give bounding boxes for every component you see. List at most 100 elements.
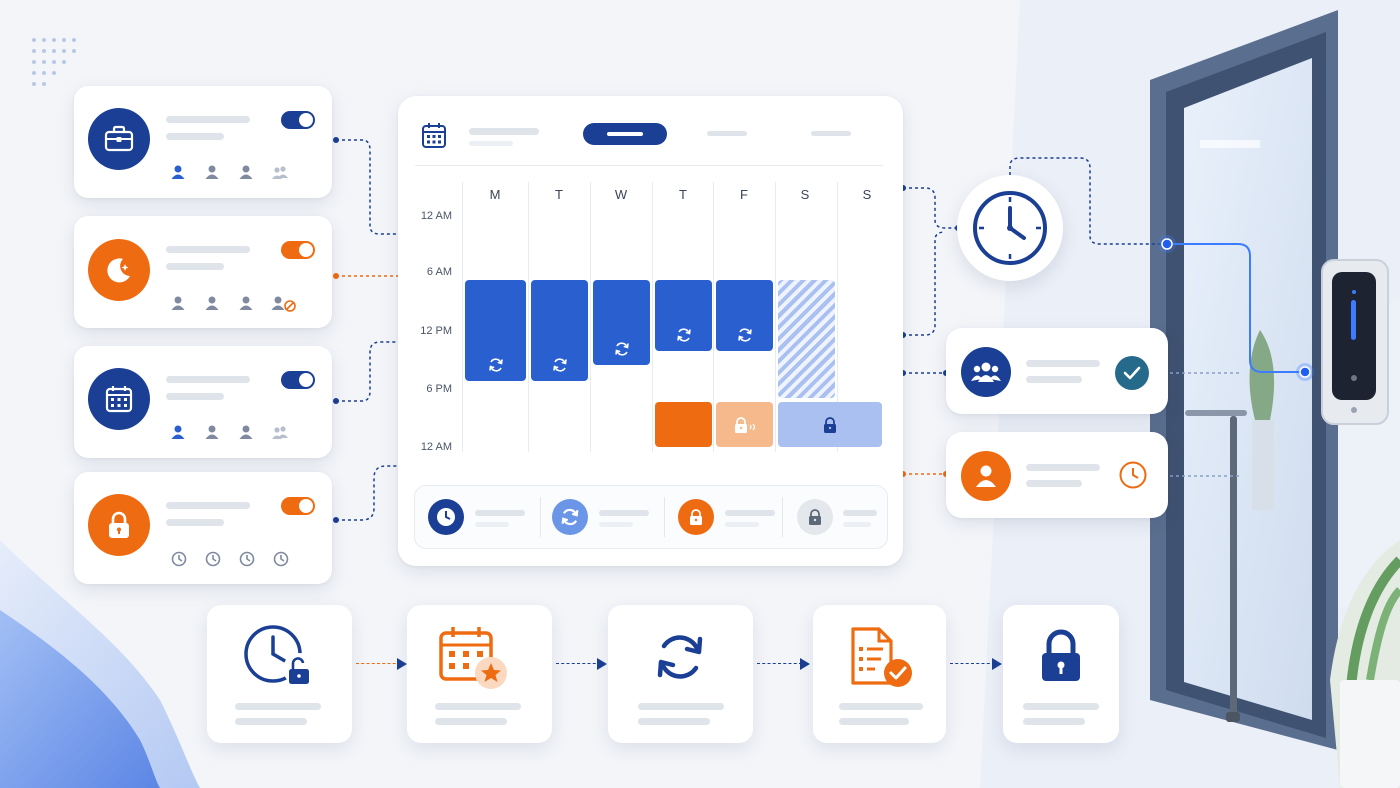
access-user-card[interactable] bbox=[946, 432, 1168, 518]
schedule-block-tentative[interactable] bbox=[778, 280, 835, 398]
tab-inactive[interactable] bbox=[811, 131, 851, 136]
placeholder-line bbox=[725, 510, 775, 516]
flow-step-3 bbox=[608, 605, 753, 743]
placeholder-line bbox=[475, 510, 525, 516]
divider bbox=[782, 497, 783, 537]
divider bbox=[415, 165, 883, 166]
grid-line bbox=[590, 182, 591, 452]
day-label-mon: M bbox=[489, 187, 501, 202]
day-label-fri: F bbox=[740, 187, 748, 202]
schedule-block[interactable] bbox=[531, 280, 588, 381]
lock-icon bbox=[734, 416, 755, 433]
placeholder-line bbox=[839, 718, 909, 725]
schedule-block-locked[interactable] bbox=[655, 402, 712, 447]
clock-icon bbox=[1119, 461, 1147, 489]
user-icon bbox=[239, 165, 253, 179]
clock-unlock-icon bbox=[244, 625, 315, 685]
clock-icon bbox=[428, 499, 464, 535]
flow-arrow bbox=[556, 663, 601, 664]
placeholder-line bbox=[166, 502, 250, 509]
placeholder-line bbox=[839, 703, 923, 710]
placeholder-line bbox=[166, 263, 224, 270]
toggle-switch[interactable] bbox=[281, 497, 315, 515]
clock-icon bbox=[273, 551, 289, 567]
schedule-block[interactable] bbox=[716, 280, 773, 351]
day-label-sat: S bbox=[800, 187, 810, 202]
grid-line bbox=[652, 182, 653, 452]
placeholder-line bbox=[166, 246, 250, 253]
day-label-tue: T bbox=[555, 187, 563, 202]
placeholder-line bbox=[435, 718, 507, 725]
placeholder-line bbox=[843, 510, 877, 516]
briefcase-icon bbox=[88, 108, 150, 170]
time-label: 12 AM bbox=[420, 210, 452, 222]
flow-arrow bbox=[757, 663, 802, 664]
time-label: 6 PM bbox=[426, 383, 452, 395]
grid-line bbox=[713, 182, 714, 452]
sync-icon bbox=[676, 328, 691, 342]
placeholder-line bbox=[638, 703, 724, 710]
schedule-card-lock[interactable] bbox=[74, 472, 332, 584]
clock-icon bbox=[239, 551, 255, 567]
toggle-switch[interactable] bbox=[281, 371, 315, 389]
lock-icon bbox=[678, 499, 714, 535]
calendar-icon bbox=[88, 368, 150, 430]
schedule-block-locked[interactable] bbox=[716, 402, 773, 447]
user-icon bbox=[205, 296, 219, 310]
calendar-star-icon bbox=[439, 627, 507, 689]
sync-icon bbox=[552, 358, 567, 372]
checklist-icon bbox=[851, 627, 912, 687]
lock-icon bbox=[88, 494, 150, 556]
time-label: 6 AM bbox=[426, 266, 452, 278]
toggle-switch[interactable] bbox=[281, 241, 315, 259]
grid-line bbox=[462, 182, 463, 452]
schedule-card-night[interactable] bbox=[74, 216, 332, 328]
flow-arrow bbox=[356, 663, 401, 664]
tab-active[interactable] bbox=[583, 123, 667, 145]
flow-arrow bbox=[950, 663, 995, 664]
divider bbox=[540, 497, 541, 537]
grid-line bbox=[837, 182, 838, 452]
arrow-head-icon bbox=[597, 658, 607, 670]
lock-icon bbox=[824, 416, 836, 433]
group-icon bbox=[272, 166, 288, 179]
schedule-block[interactable] bbox=[655, 280, 712, 351]
day-label-sun: S bbox=[862, 187, 872, 202]
grid-line bbox=[528, 182, 529, 452]
arrow-head-icon bbox=[397, 658, 407, 670]
user-icon bbox=[205, 165, 219, 179]
check-icon bbox=[1115, 356, 1149, 390]
flow-step-5 bbox=[1003, 605, 1119, 743]
time-label: 12 AM bbox=[420, 441, 452, 453]
time-label: 12 PM bbox=[420, 325, 452, 337]
user-icon bbox=[205, 425, 219, 439]
tab-inactive[interactable] bbox=[707, 131, 747, 136]
group-icon bbox=[272, 426, 288, 439]
schedule-block[interactable] bbox=[465, 280, 526, 381]
schedule-card-calendar[interactable] bbox=[74, 346, 332, 458]
sync-icon bbox=[737, 328, 752, 342]
schedule-card-business[interactable] bbox=[74, 86, 332, 198]
access-group-card[interactable] bbox=[946, 328, 1168, 414]
clock-icon bbox=[957, 175, 1063, 281]
door-illustration bbox=[1150, 10, 1400, 788]
access-card-reader bbox=[1321, 259, 1389, 425]
placeholder-line bbox=[1026, 360, 1100, 367]
day-label-thu: T bbox=[679, 187, 687, 202]
lock-icon bbox=[797, 499, 833, 535]
placeholder-line bbox=[599, 522, 633, 527]
placeholder-line bbox=[475, 522, 509, 527]
user-icon bbox=[239, 425, 253, 439]
placeholder-line bbox=[638, 718, 710, 725]
schedule-block[interactable] bbox=[593, 280, 650, 365]
toggle-switch[interactable] bbox=[281, 111, 315, 129]
flow-step-1 bbox=[207, 605, 352, 743]
placeholder-line bbox=[599, 510, 649, 516]
placeholder-line bbox=[435, 703, 521, 710]
moon-icon bbox=[88, 239, 150, 301]
user-icon bbox=[239, 296, 253, 310]
sync-icon bbox=[614, 342, 629, 356]
placeholder-line bbox=[166, 133, 224, 140]
schedule-block-locked[interactable] bbox=[778, 402, 882, 447]
placeholder-line bbox=[235, 703, 321, 710]
